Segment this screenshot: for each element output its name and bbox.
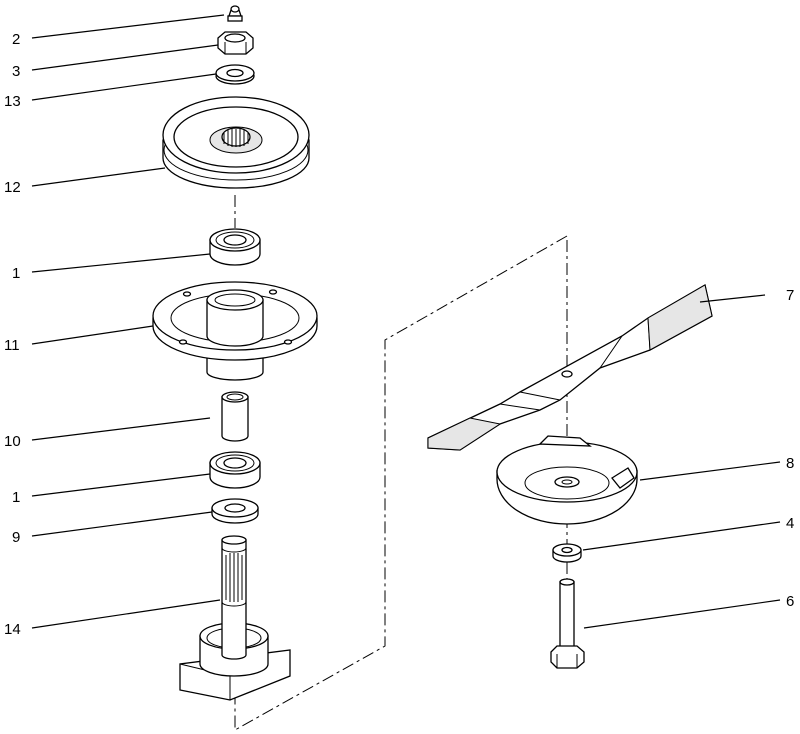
callout-labels: 2 3 13 12 1 11 10 1 9 14 7 8 4 6 [4,31,794,638]
callout-12: 12 [4,179,21,196]
callout-1-bottom: 1 [12,489,20,506]
callout-2: 2 [12,31,20,48]
bearing-top [209,228,261,266]
callout-14: 14 [4,621,21,638]
pulley [162,96,310,189]
bearing-bottom [209,451,261,489]
seal [211,498,259,524]
callout-3: 3 [12,63,20,80]
spacer [221,391,249,442]
nut [217,31,254,55]
callout-1-top: 1 [12,265,20,282]
callout-4: 4 [786,515,794,532]
leader-lines [31,14,781,629]
callout-9: 9 [12,529,20,546]
callout-11: 11 [4,337,20,354]
callout-6: 6 [786,593,794,610]
blade-mount [496,435,638,525]
blade [427,283,713,451]
spindle-housing [152,281,318,381]
callout-13: 13 [4,93,21,110]
grease-fitting [227,5,243,22]
callout-7: 7 [786,287,794,304]
blade-bolt [550,578,585,669]
callout-8: 8 [786,455,794,472]
washer-top [215,64,255,85]
callout-10: 10 [4,433,21,450]
spindle-shaft [179,535,291,701]
washer-bolt [552,543,582,563]
